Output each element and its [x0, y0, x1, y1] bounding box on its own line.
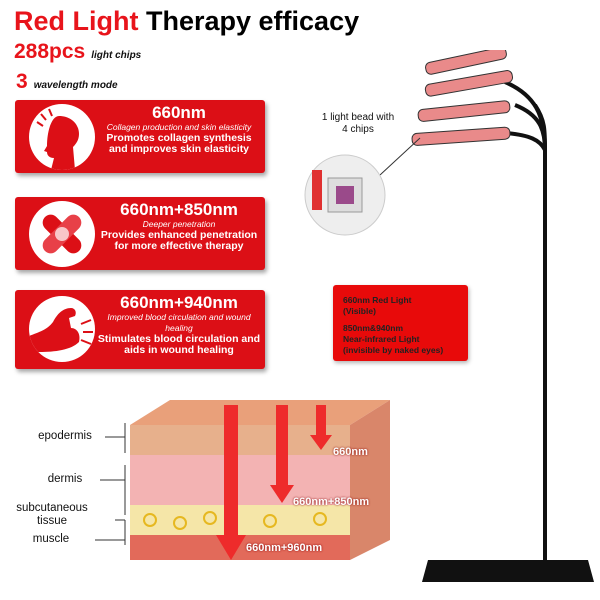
bead-callout: 1 light bead with 4 chips: [321, 112, 395, 135]
title-red: Red Light: [14, 6, 139, 36]
title-black: Therapy efficacy: [146, 6, 360, 36]
info-line: 850nm&940nm: [343, 323, 404, 333]
skin-layer-diagram: [130, 400, 390, 560]
layer-label-dermis: dermis: [47, 473, 83, 485]
layer-label-epidermis: epodermis: [38, 430, 92, 442]
card-heading: 660nm+850nm: [120, 200, 238, 219]
penetration-label: 660nm+960nm: [246, 542, 323, 554]
card-heading: 660nm+940nm: [120, 293, 238, 312]
card-body: Provides enhanced penetration for more e…: [100, 229, 258, 252]
wavelength-modes: 3 wavelength mode: [16, 70, 118, 94]
modes-value: 3: [16, 70, 28, 93]
info-line: (Visible): [343, 306, 376, 316]
face-profile-icon: [29, 104, 95, 170]
modes-label: wavelength mode: [33, 80, 118, 91]
muscle-arm-icon: [29, 296, 95, 362]
card-body: Stimulates blood circulation and aids in…: [97, 333, 261, 356]
info-line: Near-infrared Light: [343, 334, 420, 344]
chip-count-label: light chips: [91, 50, 142, 61]
info-line: 660nm Red Light: [343, 295, 412, 305]
light-info-box: 660nm Red Light (Visible) 850nm&940nm Ne…: [333, 285, 468, 361]
light-heads: [411, 50, 514, 146]
benefit-card-660: 660nm Collagen production and skin elast…: [15, 100, 265, 173]
card-subtitle: Improved blood circulation and wound hea…: [107, 312, 251, 333]
bandage-icon: [29, 201, 95, 267]
penetration-label: 660nm+850nm: [293, 496, 370, 508]
benefit-card-660-940: 660nm+940nm Improved blood circulation a…: [15, 290, 265, 369]
layer-brackets: [95, 423, 126, 545]
card-body: Promotes collagen synthesis and improves…: [106, 132, 252, 155]
card-heading: 660nm: [152, 103, 206, 122]
card-subtitle: Deeper penetration: [142, 219, 216, 229]
page-title: Red Light Therapy efficacy: [14, 6, 359, 37]
lamp-illustration: [304, 50, 594, 582]
layer-label-muscle: muscle: [32, 533, 70, 545]
chip-count-value: 288pcs: [14, 40, 86, 63]
card-subtitle: Collagen production and skin elasticity: [106, 122, 252, 132]
layer-label-subcutaneous: subcutaneous tissue: [16, 502, 88, 527]
info-line: (invisible by naked eyes): [343, 345, 444, 355]
benefit-card-660-850: 660nm+850nm Deeper penetration Provides …: [15, 197, 265, 270]
penetration-label: 660nm: [333, 446, 368, 458]
chip-count: 288pcs light chips: [14, 40, 141, 64]
